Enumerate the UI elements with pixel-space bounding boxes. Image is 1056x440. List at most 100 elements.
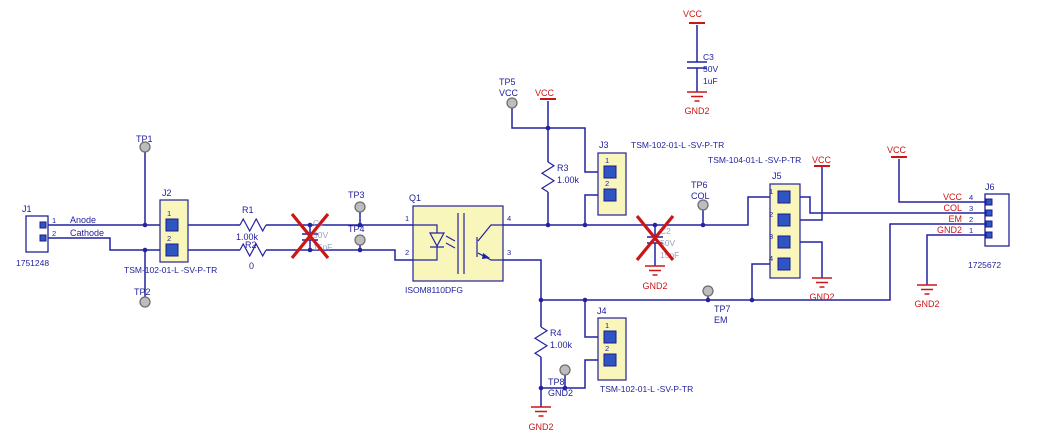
- j6-net-em-label: EM: [949, 214, 963, 224]
- j4-pin2-pad: [603, 353, 617, 367]
- resistor-r2: R2 0: [239, 240, 267, 271]
- j6-pin4-number: 4: [969, 193, 973, 202]
- c1-dnp-cross-icon: [290, 212, 330, 260]
- junction-dot: [749, 297, 755, 303]
- resistor-r1: R1 1.00k: [236, 205, 267, 242]
- j3-pin1-pad: [603, 165, 617, 179]
- c2-voltage: 50V: [660, 238, 675, 248]
- j3-part-number: TSM-102-01-L -SV-P-TR: [631, 140, 724, 150]
- j6-pin1-number: 1: [969, 226, 973, 235]
- jumper-j4: J4 1 2 TSM-102-01-L -SV-P-TR: [597, 306, 693, 394]
- j2-pin2-pad: [165, 243, 179, 257]
- c3-symbol: [687, 61, 707, 69]
- j3-pin2-pad: [603, 188, 617, 202]
- r1-refdes: R1: [242, 205, 254, 215]
- vcc-net-label: VCC: [535, 88, 555, 98]
- gnd2-net-label: GND2: [914, 299, 939, 309]
- q1-refdes: Q1: [409, 193, 421, 203]
- tp4-pad-icon: [354, 234, 366, 246]
- junction-dot: [538, 385, 544, 391]
- j5-part-number: TSM-104-01-L -SV-P-TR: [708, 155, 801, 165]
- q1-pin4-number: 4: [507, 214, 511, 223]
- gnd2-symbol-icon: [812, 277, 832, 288]
- c3-refdes: C3: [703, 52, 714, 62]
- tp6-label: TP6: [691, 180, 708, 190]
- junction-dot: [582, 297, 588, 303]
- tp1-label: TP1: [136, 134, 153, 144]
- q1-phototransistor-icon: [476, 224, 503, 261]
- j2-pin1-number: 1: [167, 209, 171, 218]
- ic-q1-optocoupler: Q1 ISOM8110DFG 1 2 4 3: [405, 193, 511, 295]
- j3-refdes: J3: [599, 140, 609, 150]
- tp3-pad-icon: [354, 201, 366, 213]
- tp5-pad-icon: [506, 97, 518, 109]
- c1-symbol: [302, 225, 318, 250]
- j2-pin2-number: 2: [167, 234, 171, 243]
- j1-pin1-pad: [39, 221, 47, 229]
- tp7-net-label: EM: [714, 315, 728, 325]
- c1-voltage: 50V: [313, 230, 328, 240]
- j4-pin1-number: 1: [605, 321, 609, 330]
- junction-dot: [582, 222, 588, 228]
- q1-light-arrows-icon: [445, 235, 456, 249]
- tp7-label: TP7: [714, 304, 731, 314]
- capacitor-c1-dnp: C1 50V 15pF: [290, 212, 332, 260]
- j2-pin1-pad: [165, 218, 179, 232]
- c2-refdes: C2: [660, 226, 671, 236]
- tp6-net-label: COL: [691, 191, 710, 201]
- tp5-label: TP5: [499, 77, 516, 87]
- j4-part-number: TSM-102-01-L -SV-P-TR: [600, 384, 693, 394]
- jumper-j3: J3 1 2 TSM-102-01-L -SV-P-TR: [597, 140, 724, 216]
- j6-net-col-label: COL: [943, 203, 962, 213]
- j5-pin2-pad: [777, 213, 791, 227]
- r1-symbol: [239, 217, 267, 233]
- j5-pin4-pad: [777, 257, 791, 271]
- c2-dnp-cross-icon: [635, 214, 675, 262]
- q1-led-diode-icon: [428, 232, 446, 248]
- gnd2-symbol-icon: [687, 91, 707, 102]
- q1-part-number: ISOM8110DFG: [405, 285, 463, 295]
- junction-dot: [357, 222, 363, 228]
- vcc-net-label: VCC: [887, 145, 907, 155]
- j6-net-vcc-label: VCC: [943, 192, 963, 202]
- resistor-r4: R4 1.00k GND2: [528, 326, 573, 432]
- j3-pin2-number: 2: [605, 179, 609, 188]
- j1-part-number: 1751248: [16, 258, 49, 268]
- tp2-pad-icon: [139, 296, 151, 308]
- r2-symbol: [239, 242, 267, 258]
- net-cathode-wire: [46, 237, 413, 297]
- gnd2-net-label: GND2: [642, 281, 667, 291]
- q1-isolation-barrier-icon: [457, 213, 465, 274]
- tp3-label: TP3: [348, 190, 365, 200]
- gnd2-net-label: GND2: [528, 422, 553, 432]
- q1-pin3-number: 3: [507, 248, 511, 257]
- r4-refdes: R4: [550, 328, 562, 338]
- r3-symbol: [540, 161, 556, 193]
- junction-dot: [142, 247, 148, 253]
- capacitor-c2-dnp: C2 50V 15pF GND2: [635, 214, 679, 291]
- connector-j6: J6 VCC COL EM GND2 4 3 2 1 1725672 VCC G…: [887, 145, 1010, 309]
- r4-value: 1.00k: [550, 340, 573, 350]
- gnd2-symbol-icon: [917, 284, 937, 295]
- c3-voltage: 50V: [703, 64, 718, 74]
- net-vcc-j6-wire: [898, 159, 985, 203]
- junction-dot: [652, 222, 658, 228]
- j5-pin2-number: 2: [769, 210, 773, 219]
- j6-pin4-pad: [985, 198, 993, 206]
- junction-dot: [700, 222, 706, 228]
- r3-refdes: R3: [557, 163, 569, 173]
- r2-refdes: R2: [245, 240, 257, 250]
- j6-pin3-number: 3: [969, 204, 973, 213]
- r2-value: 0: [249, 261, 254, 271]
- j4-pin1-pad: [603, 330, 617, 344]
- r3-value: 1.00k: [557, 175, 580, 185]
- j5-pin3-number: 3: [769, 232, 773, 241]
- j6-pin2-pad: [985, 220, 993, 228]
- vcc-net-label: VCC: [683, 9, 703, 19]
- q1-pin1-number: 1: [405, 214, 409, 223]
- j5-pin4-number: 4: [769, 254, 773, 263]
- junction-dot: [545, 222, 551, 228]
- test-points: TP1 TP2 TP3 TP4 TP5 VCC TP6 COL TP7 EM T…: [134, 77, 731, 398]
